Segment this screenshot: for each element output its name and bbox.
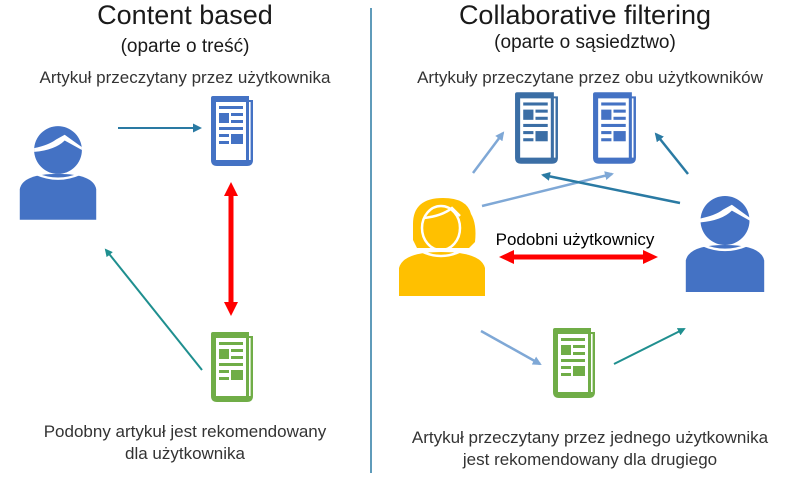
arrow-recommend-to-user [104,248,203,371]
right-title: Collaborative filtering [458,0,712,30]
newspaper-icon-recommended-cf [553,328,595,398]
female-user-icon [397,196,487,296]
newspaper-icon-shared-2 [593,92,636,164]
arrow-recommend-to-male [613,328,686,365]
arrow-female-to-article-2 [481,171,614,208]
user-icon [18,124,98,222]
arrow-male-to-article-1 [541,171,681,205]
left-title: Content based [97,0,273,30]
similarity-arrow-horizontal [499,250,658,264]
male-user-icon [684,194,766,292]
similar-users-label: Podobni użytkownicy [495,230,655,249]
arrow-female-to-article-1 [472,131,505,174]
similarity-arrow-vertical [224,182,238,316]
newspaper-icon-read [211,96,253,166]
arrow-male-to-article-2 [654,132,689,175]
newspaper-icon-recommended [211,332,253,402]
right-subtitle: (oparte o sąsiedztwo) [494,32,676,53]
newspaper-icon-shared-1 [515,92,558,164]
arrow-female-read-recommended [480,329,542,366]
left-top-caption: Artykuł przeczytany przez użytkownika [39,68,331,87]
left-subtitle: (oparte o treść) [120,36,250,57]
right-bottom-caption-line1: Artykuł przeczytany przez jednego użytko… [411,428,769,447]
right-top-caption: Artykuły przeczytane przez obu użytkowni… [417,68,763,87]
left-bottom-caption-line1: Podobny artykuł jest rekomendowany [43,422,327,441]
left-bottom-caption-line2: dla użytkownika [124,444,245,463]
right-bottom-caption-line2: jest rekomendowany dla drugiego [462,450,718,469]
